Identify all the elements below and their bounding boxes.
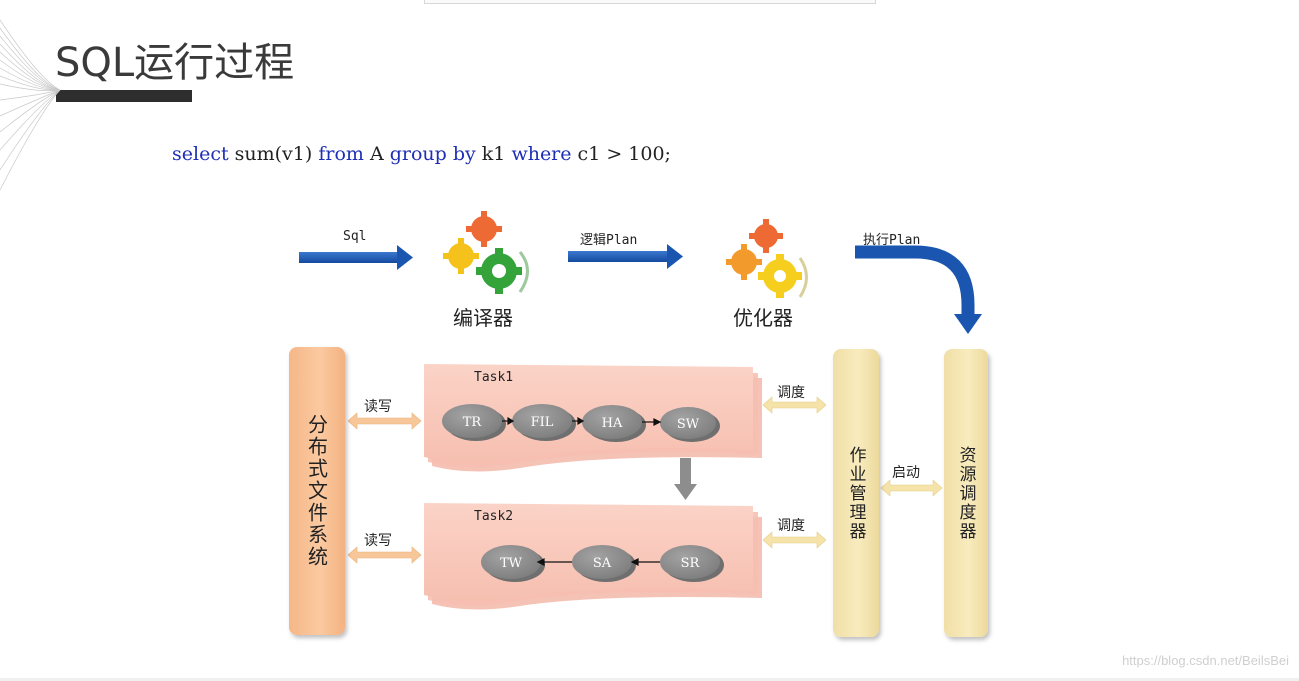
exec-plan-label: 执行Plan: [863, 233, 921, 248]
compiler-label: 编译器: [453, 306, 513, 330]
compiler-gears-icon: [443, 211, 529, 294]
task1-schedule-label: 调度: [777, 385, 805, 401]
task1-flow-arrows: [502, 416, 662, 426]
sql-arrow-label: Sql: [343, 229, 367, 244]
optimizer-gears-icon: [726, 219, 808, 298]
sql-text: A: [363, 143, 390, 165]
sql-keyword-from: from: [318, 143, 364, 165]
svg-text:HA: HA: [602, 416, 623, 431]
svg-text:TW: TW: [500, 556, 523, 571]
decorative-fan-lines: [0, 19, 61, 191]
title-underline: [56, 90, 192, 102]
start-arrow: [880, 479, 943, 497]
task1-node-ha: HA: [582, 405, 646, 442]
task1-title: Task1: [474, 370, 513, 385]
svg-text:SA: SA: [593, 556, 612, 571]
sql-statement: select sum(v1) from A group by k1 where …: [172, 143, 671, 165]
logical-plan-arrow: [568, 244, 683, 269]
job-manager-box: 作业管理器: [833, 349, 879, 637]
slide-title: SQL运行过程: [55, 40, 295, 86]
distributed-filesystem-label: 分布式文件系统: [304, 414, 329, 568]
sql-text: k1: [475, 143, 512, 165]
rw-arrow-task2: [347, 546, 422, 564]
svg-text:SW: SW: [677, 417, 700, 432]
resource-scheduler-label: 资源调度器: [955, 445, 976, 541]
task1-node-sw: SW: [660, 407, 720, 442]
sql-text: c1 > 100;: [571, 143, 671, 165]
bottom-edge: [0, 678, 1299, 681]
sql-arrow: [299, 245, 413, 270]
task2-schedule-label: 调度: [777, 518, 805, 534]
distributed-filesystem-box: 分布式文件系统: [289, 347, 345, 635]
task2-title: Task2: [474, 509, 513, 524]
job-manager-label: 作业管理器: [845, 445, 866, 541]
task1-node-tr: TR: [442, 404, 506, 441]
task1-rw-label: 读写: [364, 399, 392, 415]
start-label: 启动: [892, 465, 920, 481]
watermark-text: https://blog.csdn.net/BeilsBei: [1122, 653, 1289, 668]
svg-text:SR: SR: [681, 556, 701, 571]
task2-node-tw: TW: [481, 545, 545, 582]
schedule-arrow-task1: [762, 396, 827, 414]
logical-plan-label: 逻辑Plan: [580, 233, 638, 248]
task2-flow-arrows: [536, 558, 660, 566]
task2-rw-label: 读写: [364, 533, 392, 549]
sql-keyword-select: select: [172, 143, 229, 165]
task-transition-arrow: [674, 458, 697, 500]
sql-text: sum(v1): [228, 143, 319, 165]
sql-keyword-where: where: [511, 143, 572, 165]
svg-text:FIL: FIL: [531, 415, 554, 430]
task2-node-sr: SR: [660, 545, 724, 582]
sql-keyword-group-by: group by: [389, 143, 476, 165]
schedule-arrow-task2: [762, 531, 827, 549]
optimizer-label: 优化器: [733, 306, 793, 330]
rw-arrow-task1: [347, 412, 422, 430]
task1-node-fil: FIL: [512, 404, 576, 441]
task2-node-sa: SA: [572, 545, 636, 582]
exec-plan-arrow: [855, 245, 982, 334]
resource-scheduler-box: 资源调度器: [944, 349, 988, 637]
top-toolbar-edge: [424, 0, 876, 4]
svg-text:TR: TR: [463, 415, 483, 430]
